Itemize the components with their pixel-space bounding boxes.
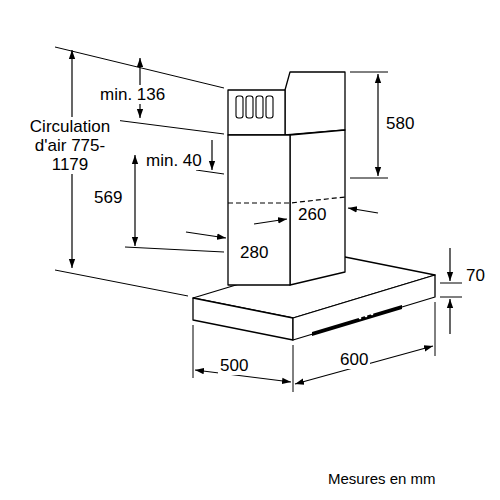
dimension-label: min. 136 <box>98 85 167 104</box>
upper-duct-front <box>228 90 285 135</box>
extension-lines <box>55 47 462 392</box>
upper-duct-side <box>285 72 345 135</box>
dimension-label: 70 <box>464 266 487 285</box>
dimension-label: 500 <box>218 356 250 375</box>
dimension-label: 280 <box>238 243 270 262</box>
dimension-label: 580 <box>384 114 416 133</box>
lower-chimney-front <box>228 135 290 285</box>
lower-chimney-side <box>290 130 345 285</box>
canopy-side <box>193 298 293 340</box>
units-note: Mesures en mm <box>326 469 438 488</box>
vent-slots <box>236 96 273 118</box>
dimension-label: 260 <box>296 205 328 224</box>
control-strip <box>312 305 402 336</box>
dimension-label: 600 <box>338 350 370 369</box>
dimension-label: min. 40 <box>144 151 204 170</box>
air-circulation-label: Circulation d'air 775-1179 <box>20 117 120 174</box>
overlap-dashed-line <box>228 197 345 203</box>
canopy-front <box>293 275 435 340</box>
dimension-label: 569 <box>92 188 124 207</box>
control-buttons <box>359 313 374 320</box>
dimension-arrows <box>72 50 450 384</box>
